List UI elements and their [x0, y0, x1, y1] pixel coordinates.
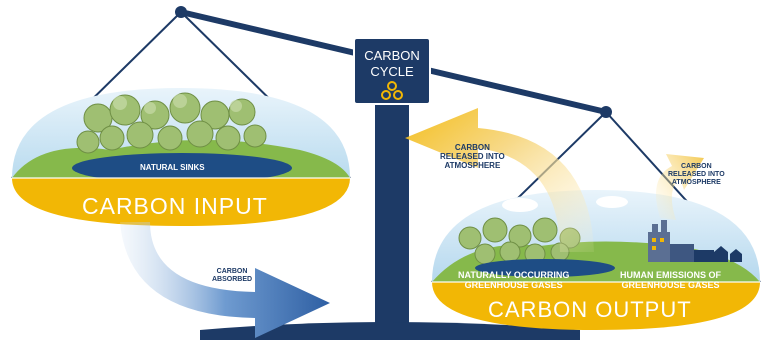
- carbon-released-natural-label: CARBON RELEASED INTO ATMOSPHERE: [440, 143, 505, 170]
- released-human-line2: RELEASED INTO: [668, 171, 725, 178]
- carbon-absorbed-line1: CARBON: [216, 268, 248, 275]
- carbon-absorbed-line2: ABSORBED: [212, 276, 253, 283]
- carbon-cycle-sign: CARBON CYCLE: [353, 37, 431, 105]
- naturally-occurring-line1: NATURALLY OCCURRING: [458, 270, 570, 280]
- released-natural-line3: ATMOSPHERE: [444, 161, 501, 170]
- carbon-released-human-arrow: [656, 154, 704, 220]
- released-human-line3: ATMOSPHERE: [671, 179, 721, 186]
- carbon-absorbed-arrow: [120, 222, 330, 338]
- released-natural-line2: RELEASED INTO: [440, 152, 505, 161]
- natural-sinks-label: NATURAL SINKS: [140, 163, 205, 172]
- carbon-released-human-label: CARBON RELEASED INTO ATMOSPHERE: [668, 163, 725, 187]
- sign-title-line2: CYCLE: [370, 64, 414, 79]
- left-forest: [76, 92, 267, 154]
- houses-icon: [714, 246, 742, 262]
- released-human-line1: CARBON: [680, 163, 712, 170]
- right-pan-clouds: [502, 196, 628, 212]
- carbon-released-natural-arrow: [405, 108, 594, 252]
- factory-icon: [648, 220, 714, 262]
- right-pan: [432, 190, 760, 330]
- scale-base: [200, 322, 580, 340]
- human-emissions-line2: GREENHOUSE GASES: [621, 280, 720, 290]
- carbon-input-title: CARBON INPUT: [82, 193, 268, 219]
- right-lake: [475, 259, 615, 277]
- released-natural-line1: CARBON: [454, 143, 490, 152]
- human-emissions-line1: HUMAN EMISSIONS OF: [620, 270, 722, 280]
- left-pan: [12, 88, 350, 226]
- natural-sinks-lake: [72, 153, 292, 183]
- naturally-occurring-line2: GREENHOUSE GASES: [464, 280, 563, 290]
- left-pan-bowl: [12, 178, 350, 226]
- cycle-icon: [381, 81, 403, 100]
- carbon-absorbed-label: CARBON ABSORBED: [212, 268, 252, 284]
- right-pan-bowl: [432, 282, 760, 330]
- scale-post: [375, 95, 409, 323]
- human-emissions-label: HUMAN EMISSIONS OF GREENHOUSE GASES: [620, 270, 721, 290]
- naturally-occurring-label: NATURALLY OCCURRING GREENHOUSE GASES: [458, 270, 569, 290]
- carbon-output-title: CARBON OUTPUT: [488, 297, 692, 322]
- sign-title-line1: CARBON: [364, 48, 420, 63]
